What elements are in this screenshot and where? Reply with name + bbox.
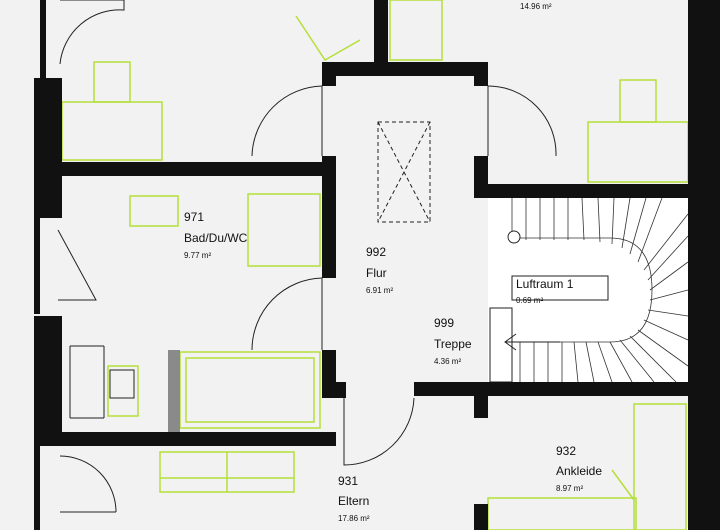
wall-ankleide-leftlow: [474, 504, 488, 530]
window-left: [57, 229, 97, 301]
wall-flur-topleft: [322, 62, 336, 86]
door-bottomleft: [59, 455, 117, 513]
furniture: [61, 0, 689, 530]
stair-post-icon: [507, 230, 521, 244]
room-number-bad: 971: [184, 210, 205, 224]
room-name-eltern: Eltern: [338, 494, 370, 508]
room-area-ankleide: 8.97 m²: [556, 484, 584, 493]
room-area-eltern: 17.86 m²: [338, 514, 370, 523]
door-bath: [251, 277, 323, 351]
room-name-ankleide: Ankleide: [556, 464, 603, 478]
wall-stair-top: [488, 184, 688, 198]
toilet-bowl: [109, 369, 135, 399]
cabinet-top: [389, 0, 443, 61]
door-topleft: [251, 85, 323, 157]
walls: [34, 0, 720, 530]
room-name-bad: Bad/Du/WC: [184, 231, 248, 245]
room-name-flur: Flur: [366, 266, 387, 280]
door-top: [59, 0, 125, 65]
wall-bath-partition: [168, 350, 180, 432]
wall-left-mid: [34, 316, 62, 446]
door-eltern: [343, 397, 415, 466]
wall-flur-leftlow: [322, 350, 336, 398]
doors: [57, 0, 557, 513]
wardrobe: [633, 403, 687, 530]
wall-top-mid: [374, 0, 388, 62]
room-number-flur: 992: [366, 245, 387, 259]
wall-left-window: [34, 218, 40, 314]
wall-right: [688, 0, 720, 530]
shower-tray: [247, 193, 321, 267]
room-number-ankleide: 932: [556, 444, 577, 458]
wall-flur-right: [474, 156, 488, 198]
toilet: [107, 365, 139, 417]
armchair: [295, 15, 361, 62]
room-area-bad: 9.77 m²: [184, 251, 212, 260]
room-number-eltern: 931: [338, 474, 359, 488]
chair-right: [619, 79, 657, 123]
stair-steps: [511, 197, 689, 383]
wall-left-lower: [34, 446, 40, 530]
skylight: [377, 121, 431, 223]
door-topright: [487, 85, 557, 157]
luftraum-box: [511, 275, 609, 301]
wall-bath-bottom: [62, 432, 336, 446]
wall-left-top: [40, 0, 46, 78]
bathtub-inner: [185, 357, 315, 423]
room-number-treppe: 999: [434, 316, 455, 330]
wall-flur-topright: [474, 62, 488, 86]
wall-bath-top: [62, 162, 322, 176]
fixtures: [69, 121, 431, 419]
wall-stair-bottom: [414, 382, 688, 396]
wall-ankleide-left: [474, 396, 488, 418]
washbasin: [129, 195, 179, 227]
room-area-top: 14.96 m²: [520, 2, 552, 11]
chair: [93, 61, 131, 103]
room-area-treppe: 4.36 m²: [434, 357, 462, 366]
room-area-flur: 6.91 m²: [366, 286, 394, 295]
staircase: [488, 197, 689, 383]
room-name-luftraum: Luftraum 1: [516, 277, 574, 291]
wall-door-post: [336, 382, 346, 398]
wall-flur-top: [322, 62, 488, 76]
wall-flur-left: [322, 156, 336, 278]
room-name-treppe: Treppe: [434, 337, 472, 351]
wall-left-upper: [34, 78, 62, 218]
room-area-luftraum: 0.69 m²: [516, 296, 544, 305]
